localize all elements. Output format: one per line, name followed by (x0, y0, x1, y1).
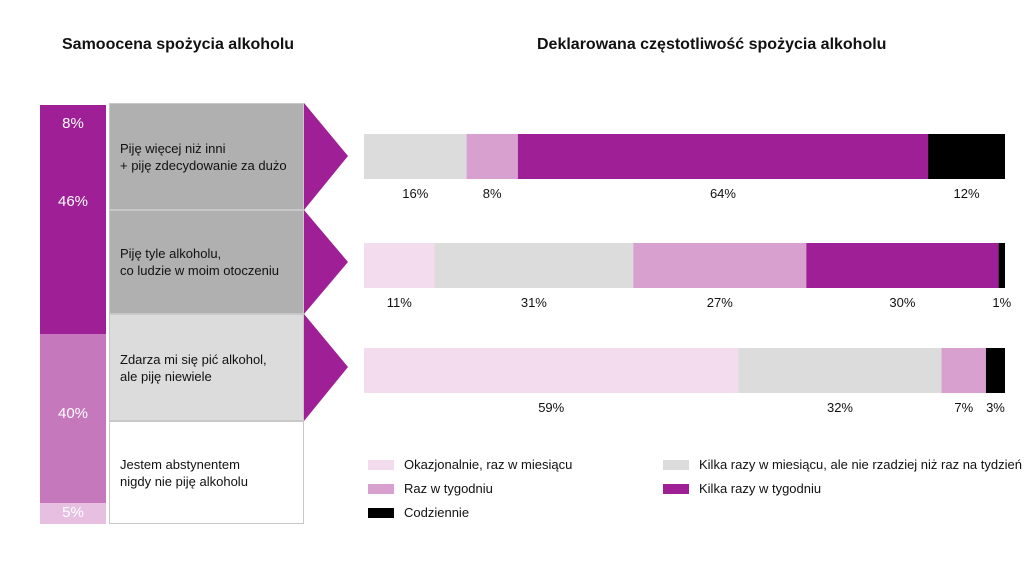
bar-value-label: 8% (483, 186, 502, 201)
category-box-drink-same: Piję tyle alkoholu, co ludzie w moim otoc… (109, 210, 304, 314)
arrow-right-icon (304, 103, 348, 210)
bar-value-label: 16% (402, 186, 428, 201)
bar-value-label: 11% (387, 295, 412, 310)
bar-segment (806, 243, 999, 288)
bar-segment (928, 134, 1005, 179)
self-label-40: 40% (57, 404, 89, 422)
self-segment-46: 46% (40, 138, 106, 334)
left-chart-title: Samoocena spożycia alkoholu (62, 36, 295, 53)
arrow-right-icon (304, 210, 348, 314)
legend-label: Kilka razy w miesiącu, ale nie rzadziej … (699, 457, 1022, 472)
bar-segment (466, 134, 518, 179)
legend-swatch (368, 507, 394, 518)
bar-value-label: 32% (827, 400, 853, 415)
category-box-line: nigdy nie piję alkoholu (120, 473, 248, 489)
category-box-drink-little: Zdarza mi się pić alkohol,ale piję niewi… (109, 314, 304, 421)
self-label-8: 8% (62, 115, 84, 132)
legend-label: Codziennie (404, 505, 470, 520)
category-box-drink-more: Piję więcej niż inni+ piję zdecydowanie … (109, 103, 304, 210)
self-label-5: 5% (62, 504, 84, 522)
right-chart-title: Deklarowana częstotliwość spożycia alkoh… (537, 36, 887, 53)
bar-segment (364, 243, 435, 288)
category-box-line: + piję zdecydowanie za dużo (120, 157, 287, 173)
category-box-line: Zdarza mi się pić alkohol, (120, 351, 267, 367)
legend-label: Kilka razy w tygodniu (699, 481, 822, 496)
category-box-line: Piję tyle alkoholu, (120, 246, 222, 261)
category-box-line: Piję więcej niż inni (120, 140, 226, 156)
self-assessment-stacked-bar: 8% 46% 40% 5% (40, 105, 106, 524)
bar-value-label: 30% (889, 295, 915, 310)
bar-segment (738, 348, 942, 393)
legend-swatch (368, 459, 394, 470)
bar-value-label: 7% (954, 400, 973, 415)
bar-value-label: 64% (710, 186, 736, 201)
legend-label: Raz w tygodniu (404, 481, 493, 496)
category-box-line: ale piję niewiele (120, 368, 212, 384)
legend-swatch (368, 483, 394, 494)
bar-value-label: 12% (954, 186, 980, 201)
self-segment-40: 40% (40, 333, 106, 503)
legend-swatch (663, 459, 689, 470)
bar-segment (633, 243, 807, 288)
legend-item: Kilka razy w miesiącu, ale nie rzadziej … (663, 457, 1022, 472)
self-segment-8: 8% (40, 105, 106, 139)
bar-value-label: 1% (992, 295, 1011, 310)
bar-value-label: 27% (707, 295, 733, 310)
bar-segment (364, 134, 467, 179)
bar-segment (941, 348, 986, 393)
bar-segment (434, 243, 634, 288)
bar-segment (364, 348, 739, 393)
bar-value-label: 3% (986, 400, 1005, 415)
category-box-line: co ludzie w moim otoczeniu (120, 263, 279, 278)
category-box-line: Jestem abstynentem (120, 456, 240, 472)
arrow-right-icon (304, 314, 348, 421)
legend-item: Kilka razy w tygodniu (663, 481, 821, 496)
legend-swatch (663, 483, 689, 494)
legend-item: Codziennie (368, 505, 469, 520)
bar-segment (985, 348, 1005, 393)
self-segment-5: 5% (40, 502, 106, 524)
legend-label: Okazjonalnie, raz w miesiącu (404, 457, 573, 472)
legend-item: Okazjonalnie, raz w miesiącu (368, 457, 572, 472)
bar-value-label: 59% (538, 400, 564, 415)
bar-value-label: 31% (521, 295, 547, 310)
self-label-46: 46% (57, 193, 89, 211)
bar-segment (517, 134, 929, 179)
legend-item: Raz w tygodniu (368, 481, 493, 496)
bar-segment (998, 243, 1005, 288)
